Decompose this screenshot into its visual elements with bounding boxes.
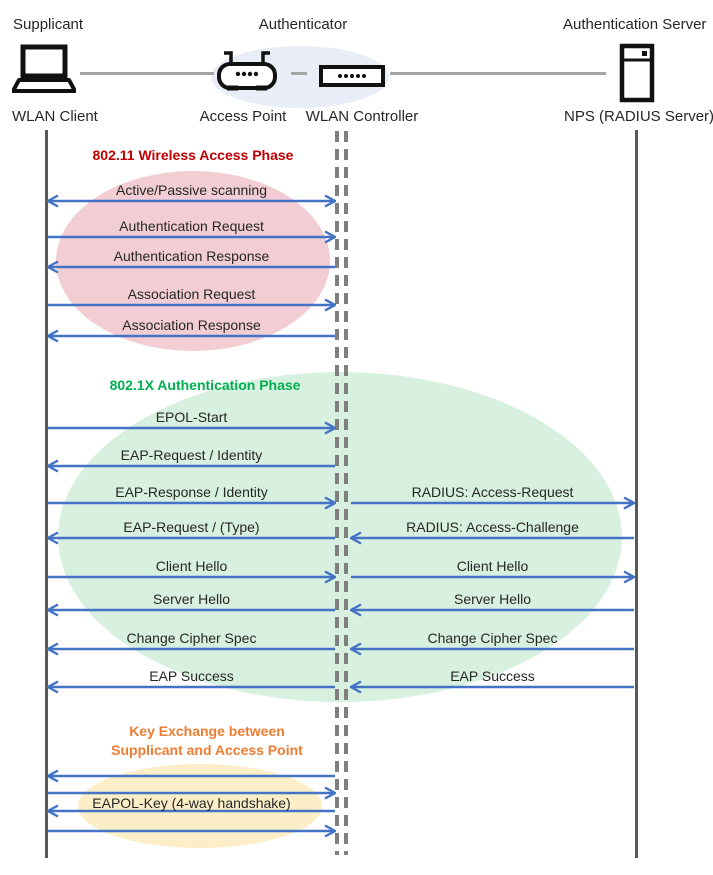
message-label: Authentication Response [113,248,270,264]
message-arrow-right [47,824,338,843]
message-arrow-left [45,260,336,279]
message-arrow-left [45,642,336,661]
arrow-graphic [348,603,634,617]
message-arrow-right [47,421,338,440]
arrow-graphic [45,804,335,818]
message-arrow-right [350,570,637,589]
message-arrow-left [348,531,635,550]
message-arrow-left [45,531,336,550]
role-label-authenticator: Authenticator [258,16,348,33]
node-label-wlan-controller: WLAN Controller [305,108,419,125]
node-label-access-point: Access Point [199,108,287,125]
message-arrow-left [45,804,336,823]
phase-title-key-exchange-line1: Key Exchange between [129,723,285,739]
connector-ap-controller [291,72,307,75]
message-arrow-left [45,459,336,478]
message-arrow-left [45,680,336,699]
phase-title-key-exchange: Key Exchange between Supplicant and Acce… [77,722,337,760]
message-label: EAP-Request / Identity [120,447,263,463]
role-label-supplicant: Supplicant [13,16,84,33]
message-label: EAP Success [149,668,234,684]
message-label: RADIUS: Access-Request [411,484,574,500]
message-arrow-left [348,680,635,699]
message-label: EAP-Request / (Type) [123,519,260,535]
connector-controller-server [390,72,606,75]
arrow-graphic [351,496,637,510]
arrow-graphic [45,603,335,617]
phase-title-key-exchange-line2: Supplicant and Access Point [111,742,303,758]
message-label: EAPOL-Key (4-way handshake) [92,795,291,811]
message-label: Association Response [122,317,261,333]
arrow-graphic [48,230,338,244]
message-label: RADIUS: Access-Challenge [406,519,579,535]
node-label-wlan-client: WLAN Client [12,108,98,125]
message-label: Active/Passive scanning [116,182,267,198]
arrow-graphic [45,329,335,343]
message-label: Client Hello [456,558,529,574]
message-label: Client Hello [155,558,228,574]
message-arrow-left [45,769,336,788]
message-arrow-left [348,642,635,661]
message-arrow-left [348,603,635,622]
arrow-graphic [48,570,338,584]
arrow-graphic [48,824,338,838]
message-label: Authentication Request [119,218,264,234]
phase-ellipse-key-exchange [78,764,322,848]
node-label-nps-radius-server: NPS (RADIUS Server) [564,108,713,125]
arrow-graphic [48,496,338,510]
arrow-graphic [45,769,335,783]
message-arrow-left [45,603,336,622]
lifeline-wlan-controller-left [335,131,339,855]
server-icon [619,43,655,103]
message-label: EAP-Response / Identity [115,484,268,500]
message-label: Server Hello [453,591,532,607]
phase-title-authentication: 802.1X Authentication Phase [109,377,301,393]
lifeline-nps-server [635,130,638,858]
arrow-graphic [48,786,338,800]
message-arrow-both [45,194,338,213]
arrow-graphic [45,531,335,545]
message-arrow-right [47,298,338,317]
lifeline-wlan-controller-right [344,131,348,855]
phase-title-wireless-access: 802.11 Wireless Access Phase [92,147,294,163]
arrow-graphic [45,194,338,208]
message-arrow-left [45,329,336,348]
message-arrow-right [47,786,338,805]
message-arrow-right [47,496,338,515]
arrow-graphic [45,260,335,274]
access-point-icon [217,51,277,91]
message-arrow-right [350,496,637,515]
message-label: Association Request [127,286,256,302]
message-label: EAP Success [450,668,535,684]
message-arrow-right [47,230,338,249]
arrow-graphic [45,680,335,694]
laptop-icon [12,44,76,93]
message-label: EPOL-Start [155,409,228,425]
arrow-graphic [48,421,338,435]
message-label: Change Cipher Spec [126,630,257,646]
role-label-authentication-server: Authentication Server [563,16,707,33]
message-label: Change Cipher Spec [427,630,558,646]
arrow-graphic [348,531,634,545]
arrow-graphic [45,459,335,473]
arrow-graphic [351,570,637,584]
arrow-graphic [45,642,335,656]
wlan-controller-icon [319,65,385,87]
lifeline-wlan-client [45,130,48,858]
arrow-graphic [348,642,634,656]
message-label: Server Hello [152,591,231,607]
message-arrow-right [47,570,338,589]
arrow-graphic [348,680,634,694]
arrow-graphic [48,298,338,312]
connector-client-ap [80,72,214,75]
